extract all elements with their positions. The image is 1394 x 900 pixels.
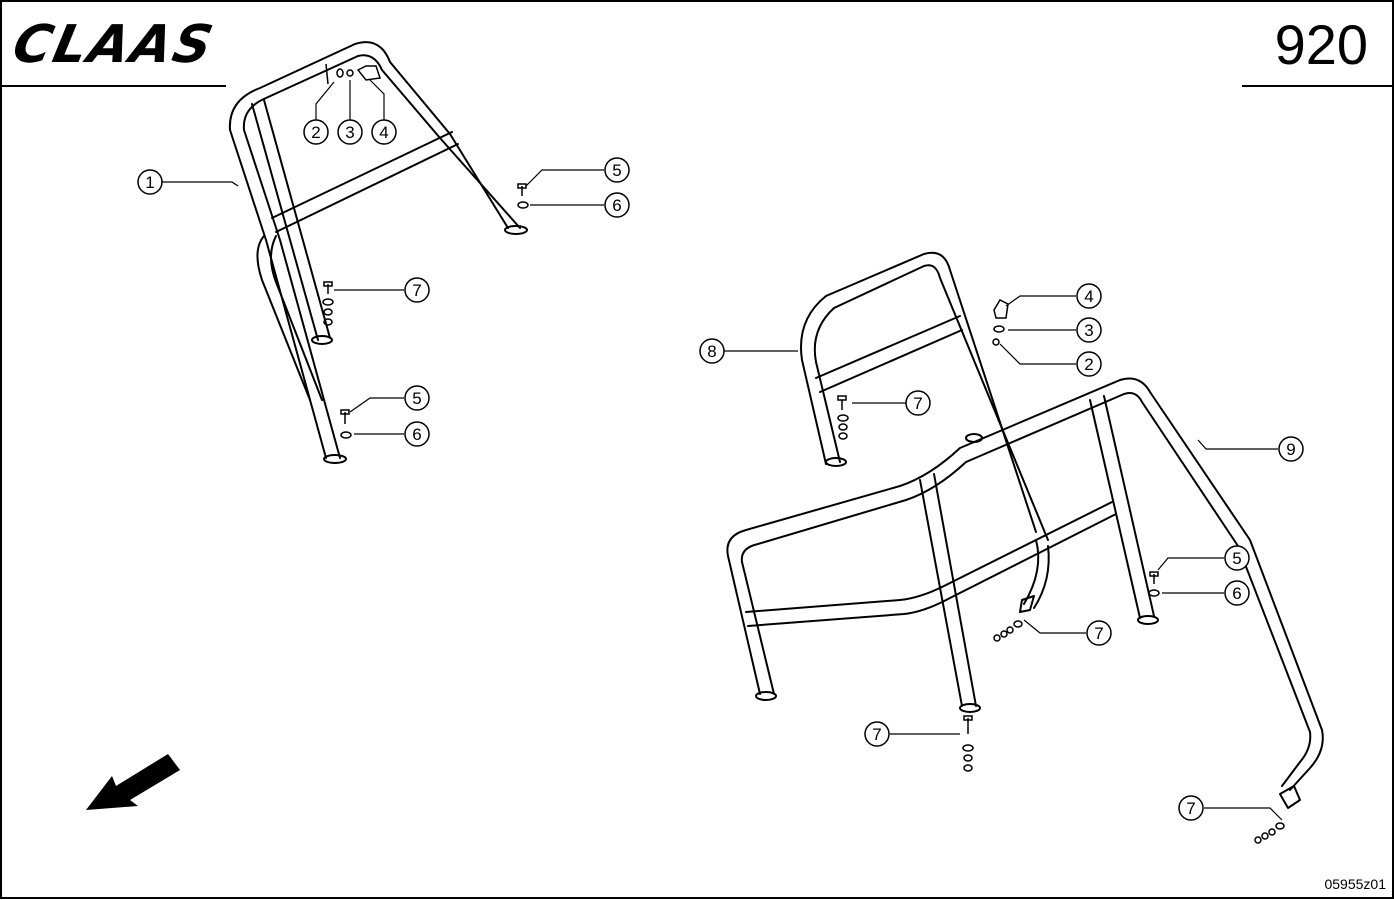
callout-6c-label: 6 <box>1232 584 1241 603</box>
callout-6b-label: 6 <box>412 425 421 444</box>
callout-7c-label: 7 <box>1094 624 1103 643</box>
callout-4a-label: 4 <box>379 123 388 142</box>
callout-7c: 7 <box>1086 620 1112 646</box>
drawing-code: 05955z01 <box>1324 876 1386 892</box>
page-number: 920 <box>1274 13 1368 76</box>
leader-lines <box>162 79 1283 821</box>
callout-2b: 2 <box>1076 351 1102 377</box>
callout-1: 1 <box>137 169 163 195</box>
callout-2a: 2 <box>303 119 329 145</box>
callout-7a: 7 <box>404 277 430 303</box>
callout-5b-label: 5 <box>412 389 421 408</box>
callout-7a-label: 7 <box>412 281 421 300</box>
callout-7e: 7 <box>1178 795 1204 821</box>
callout-4a: 4 <box>371 119 397 145</box>
callout-6a-label: 6 <box>612 196 621 215</box>
callout-7d-label: 7 <box>872 725 881 744</box>
callout-5a-label: 5 <box>612 161 621 180</box>
callout-9: 9 <box>1278 436 1304 462</box>
callout-4b-label: 4 <box>1084 287 1093 306</box>
callout-5c: 5 <box>1224 545 1250 571</box>
callout-1-label: 1 <box>145 173 154 192</box>
direction-arrow-icon <box>86 754 180 810</box>
frame-part-1 <box>228 41 528 464</box>
callout-6c: 6 <box>1224 580 1250 606</box>
callout-8-label: 8 <box>707 342 716 361</box>
callout-2a-label: 2 <box>311 123 320 142</box>
callout-7d: 7 <box>864 721 890 747</box>
callout-7b: 7 <box>905 390 931 416</box>
callout-5b: 5 <box>404 385 430 411</box>
callout-9-label: 9 <box>1286 440 1295 459</box>
callout-8: 8 <box>699 338 725 364</box>
callout-3a: 3 <box>337 119 363 145</box>
frame-part-8 <box>800 251 1050 613</box>
callout-3b-label: 3 <box>1084 321 1093 340</box>
callout-4b: 4 <box>1076 283 1102 309</box>
callout-7b-label: 7 <box>913 394 922 413</box>
fastener-group-2 <box>837 299 1285 844</box>
callout-3a-label: 3 <box>345 123 354 142</box>
callout-2b-label: 2 <box>1084 355 1093 374</box>
callout-3b: 3 <box>1076 317 1102 343</box>
callout-7e-label: 7 <box>1186 799 1195 818</box>
callout-6b: 6 <box>404 421 430 447</box>
callout-5a: 5 <box>604 157 630 183</box>
callout-5c-label: 5 <box>1232 549 1241 568</box>
frame-part-9 <box>726 377 1324 809</box>
callout-6a: 6 <box>604 192 630 218</box>
